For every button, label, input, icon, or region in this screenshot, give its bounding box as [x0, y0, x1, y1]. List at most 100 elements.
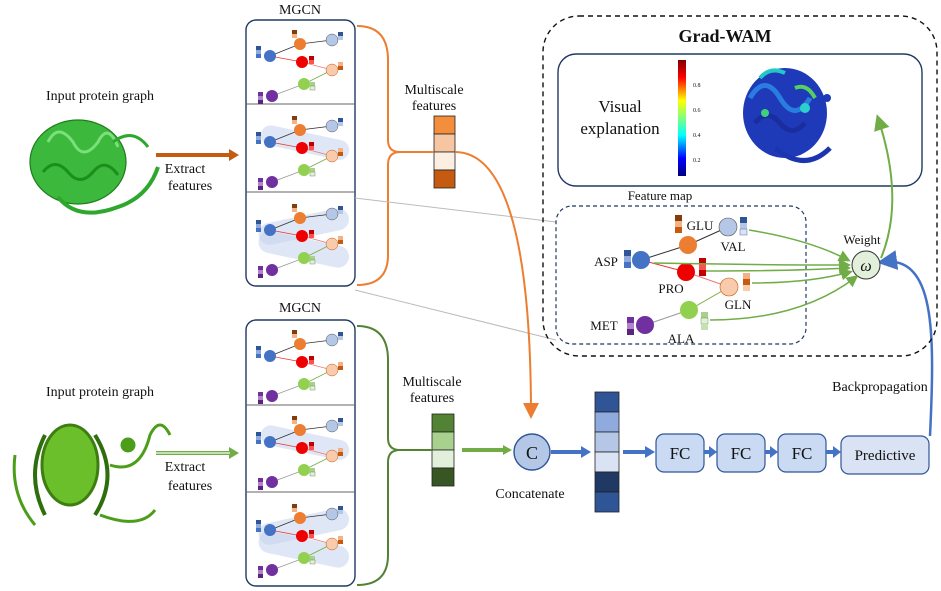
node-pro — [677, 263, 695, 281]
fc-layer-2: FC — [716, 433, 766, 473]
vector-to-fc-arrowhead — [645, 446, 655, 458]
concat-to-vector-arrowhead — [581, 446, 591, 458]
concat-label: Concatenate — [495, 487, 564, 502]
bottom-protein-image — [12, 423, 172, 526]
feature-map-label: Feature map — [628, 188, 693, 203]
residue-val: VAL — [720, 239, 745, 254]
top-extract-label-2: features — [168, 179, 212, 194]
feature-map-graph: GLU VAL ASP PRO GLN MET ALA — [590, 215, 752, 346]
bars-ala — [700, 312, 709, 330]
colorbar-tick-3: 0.4 — [693, 133, 701, 139]
backprop-label: Backpropagation — [832, 380, 928, 395]
residue-glu: GLU — [687, 218, 714, 233]
fc-layer-3-label: FC — [792, 444, 813, 463]
top-multiscale-label-1: Multiscale — [404, 83, 463, 98]
bottom-feature-cell-3 — [431, 449, 455, 469]
top-mgcn-title: MGCN — [279, 3, 321, 18]
bottom-multiscale-label-1: Multiscale — [402, 375, 461, 390]
top-branch: Input protein graph Extract features MGC… — [29, 3, 464, 287]
weight-to-visual-arrow — [874, 114, 894, 259]
colorbar — [678, 60, 686, 176]
concat-feature-cell-1 — [594, 391, 620, 413]
predictive-label: Predictive — [855, 448, 916, 464]
fc-layer-2-label: FC — [731, 444, 752, 463]
top-to-concat-arrow — [454, 151, 539, 419]
top-feature-cell-1 — [433, 115, 456, 135]
top-input-label: Input protein graph — [46, 89, 154, 104]
predictive-box: Predictive — [840, 435, 930, 475]
weight-node — [851, 250, 881, 280]
concat-feature-cell-2 — [594, 411, 620, 433]
residue-met: MET — [590, 318, 618, 333]
fc1-to-fc2-arrowhead — [709, 446, 717, 458]
top-mgcn-layer-3 — [255, 203, 349, 279]
top-extract-label-1: Extract — [165, 162, 206, 177]
bars-met — [627, 317, 634, 335]
top-feature-cell-3 — [433, 151, 456, 171]
bottom-extract-label-2: features — [168, 479, 212, 494]
node-ala — [680, 301, 698, 319]
residue-ala: ALA — [668, 331, 695, 346]
bottom-feature-cell-1 — [431, 413, 455, 433]
bars-asp — [624, 250, 631, 268]
fc-layer-3: FC — [777, 433, 827, 473]
concat-feature-cell-6 — [594, 491, 620, 513]
node-glu-hidden — [679, 236, 697, 254]
bottom-multiscale-label-2: features — [410, 391, 454, 406]
fc2-to-fc3-arrowhead — [770, 446, 778, 458]
visual-explanation-box — [557, 53, 923, 187]
heatmap-protein-image — [743, 68, 832, 163]
colorbar-tick-2: 0.6 — [693, 108, 701, 114]
bottom-mgcn-layer-2 — [255, 415, 350, 491]
bottom-branch: Input protein graph Extract features MGC… — [12, 301, 462, 587]
bottom-extract-label-1: Extract — [165, 460, 206, 475]
residue-pro: PRO — [658, 281, 683, 296]
top-bracket — [356, 25, 401, 286]
bars-gln — [743, 273, 750, 291]
bars-val — [739, 217, 748, 236]
top-feature-cell-4 — [433, 169, 456, 189]
node-asp — [632, 251, 650, 269]
concat-node — [513, 433, 551, 471]
top-feature-vector — [433, 115, 456, 189]
top-multiscale-label-2: features — [412, 99, 456, 114]
weight-label: Weight — [843, 232, 881, 247]
concat-feature-cell-4 — [594, 451, 620, 473]
top-feature-cell-2 — [433, 133, 456, 153]
top-protein-image — [29, 119, 160, 215]
bottom-feature-vector — [431, 413, 455, 487]
top-mgcn-layer-2 — [255, 115, 350, 191]
residue-gln: GLN — [725, 297, 752, 312]
bottom-feature-cell-2 — [431, 431, 455, 451]
colorbar-tick-4: 0.2 — [693, 158, 701, 164]
node-gln — [719, 277, 739, 297]
colorbar-tick-1: 0.8 — [693, 83, 701, 89]
feature-map-link-top — [354, 197, 557, 223]
visual-label-1: Visual — [598, 97, 642, 116]
weight-input-arrows — [653, 229, 859, 321]
node-met — [636, 316, 654, 334]
bars-pro — [699, 258, 706, 276]
grad-wam-box — [542, 15, 938, 357]
concat-feature-cell-5 — [594, 471, 620, 493]
pipeline: C Concatenate FC FC FC Predictive — [454, 151, 934, 513]
bars-glu — [675, 215, 682, 233]
bottom-mgcn-title: MGCN — [279, 301, 321, 316]
fc3-to-predictive-arrowhead — [833, 446, 841, 458]
visual-label-2: explanation — [580, 119, 660, 138]
residue-asp: ASP — [594, 254, 618, 269]
concat-symbol: C — [526, 443, 538, 463]
node-val — [718, 217, 738, 237]
bottom-feature-cell-4 — [431, 467, 455, 487]
bottom-extract-arrowhead — [229, 447, 239, 459]
concat-feature-cell-3 — [594, 431, 620, 453]
bottom-input-label: Input protein graph — [46, 385, 154, 400]
top-extract-arrowhead — [229, 149, 239, 161]
concat-feature-vector — [594, 391, 620, 513]
bottom-to-concat-arrowhead — [503, 445, 512, 455]
backprop-arrow — [877, 250, 934, 437]
bottom-bracket — [356, 325, 401, 586]
grad-wam: Grad-WAM Visual explanation 0.8 0.6 0.4 … — [542, 15, 938, 357]
feature-map-link-bottom — [354, 289, 557, 341]
